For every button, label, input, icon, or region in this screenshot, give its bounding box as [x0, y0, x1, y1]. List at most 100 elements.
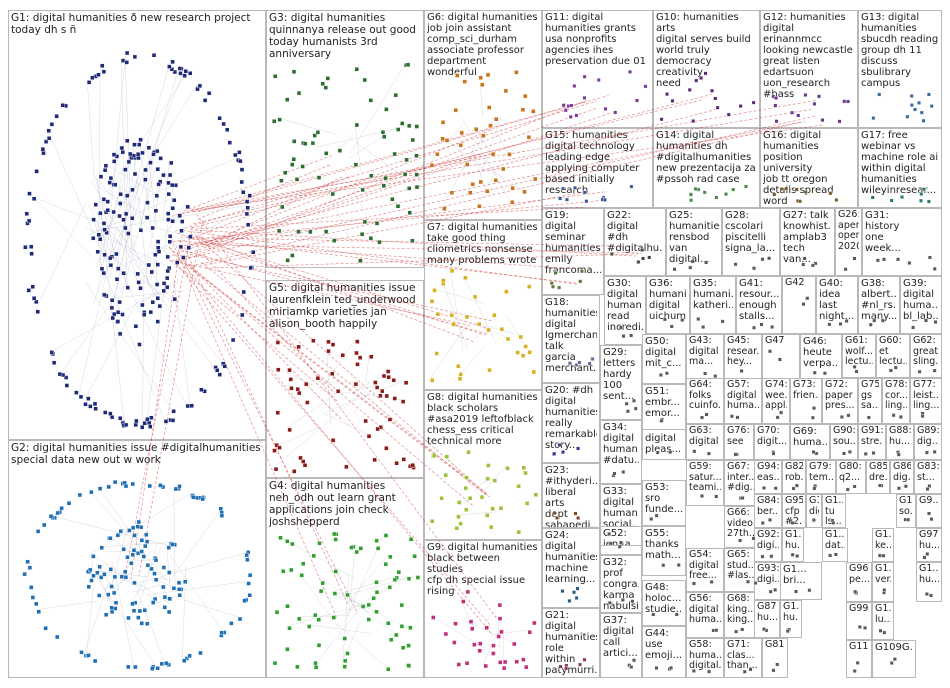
group-g7[interactable]: G7: digital humanities take good thing c…: [424, 220, 542, 390]
group-g44[interactable]: G44: use emoji...: [642, 626, 686, 678]
group-g18[interactable]: G18: humanities digital lgmerchant talk …: [542, 295, 600, 383]
group-g6[interactable]: G6: digital humanities job join assistan…: [424, 10, 542, 220]
group-g78[interactable]: G78: cor... ling...: [882, 378, 910, 424]
group-g4[interactable]: G4: digital humanities neh_odh out learn…: [266, 478, 424, 678]
group-g97[interactable]: G97: hu...: [916, 528, 942, 562]
group-g105[interactable]: G1... ke...: [872, 528, 894, 562]
group-g69[interactable]: G69: huma...: [790, 424, 830, 460]
group-g15[interactable]: G15: humanities digital technology leadi…: [542, 128, 653, 208]
group-g102[interactable]: G1... hu...: [782, 528, 804, 562]
group-g103[interactable]: G1... dig...: [806, 494, 822, 528]
group-g99[interactable]: G99: [846, 602, 872, 640]
group-g107[interactable]: G1... lu...: [872, 602, 894, 640]
group-g106[interactable]: G1... ver...: [872, 562, 894, 602]
group-g98[interactable]: G9...: [916, 494, 942, 528]
group-g108[interactable]: G1... hu...: [780, 600, 802, 638]
group-g73[interactable]: G73: frien...: [790, 378, 822, 424]
group-g42[interactable]: G42: [782, 276, 816, 334]
group-g56[interactable]: G56: digital huma...: [686, 592, 724, 638]
group-g47[interactable]: G47: [762, 334, 800, 384]
group-g22[interactable]: G22: digital #dh #digitalhu...: [604, 208, 666, 276]
group-g64[interactable]: G64: folks cuinfo...: [686, 378, 724, 424]
group-g32[interactable]: G32: prof congra... karma nabulsi...: [600, 555, 642, 613]
group-g91[interactable]: G91: stre...: [858, 424, 886, 460]
group-g11[interactable]: G11: digital humanities grants usa nonpr…: [542, 10, 653, 128]
group-g27[interactable]: G27: talk knowhist... amplab3 tech van..…: [780, 208, 835, 276]
group-g36[interactable]: G36: humani... digital uichum...: [646, 276, 690, 334]
group-g93[interactable]: G93: digi...: [754, 562, 782, 600]
group-g17[interactable]: G17: free webinar vs machine role ai wit…: [858, 128, 942, 208]
group-g58[interactable]: G58: huma... digital...: [686, 638, 724, 678]
group-g10[interactable]: G10: humanities arts digital serves buil…: [653, 10, 760, 128]
group-g2[interactable]: G2: digital humanities issue #digitalhum…: [8, 440, 266, 678]
group-g83[interactable]: G83: st...: [914, 460, 942, 494]
group-g94[interactable]: G94: eas...: [754, 460, 782, 494]
group-g9[interactable]: G9: digital humanities black between stu…: [424, 540, 542, 678]
group-g84[interactable]: G84: ber...: [754, 494, 782, 528]
group-g53[interactable]: G53: sro funde...: [642, 480, 686, 526]
group-g13[interactable]: G13: digital humanities sbucdh reading g…: [858, 10, 942, 128]
group-g62[interactable]: G62: great sling...: [910, 334, 942, 378]
group-g111[interactable]: G111b...: [846, 640, 872, 678]
group-g28[interactable]: G28: cscolari piscitelli signa_la...: [722, 208, 780, 276]
group-g19[interactable]: G19: digital seminar humanities emily fr…: [542, 208, 604, 295]
group-g30[interactable]: G30: digital human... read incredi...: [604, 276, 646, 345]
group-g16[interactable]: G16: digital humanities position univers…: [760, 128, 858, 208]
group-g82[interactable]: G82: rob...: [782, 460, 806, 494]
group-g3[interactable]: G3: digital humanities quinnanya release…: [266, 10, 424, 268]
group-g1[interactable]: G1: digital humanities ð new research pr…: [8, 10, 266, 440]
group-g88[interactable]: G88: hu...: [886, 424, 914, 460]
group-g52[interactable]: G52: jenna... digital...: [600, 526, 642, 546]
group-g55[interactable]: G55: thanks math...: [642, 526, 686, 576]
group-g5[interactable]: G5: digital humanities issue laurenfklei…: [266, 280, 424, 478]
group-g63[interactable]: G63: digital: [686, 424, 724, 460]
group-g35[interactable]: G35: humani... katheri...: [690, 276, 736, 334]
group-g71[interactable]: G71: clas... than...: [724, 638, 762, 678]
group-g96[interactable]: G96: pe...: [846, 562, 872, 602]
group-g24[interactable]: G24: digital humanities machine learning…: [542, 528, 600, 608]
group-g70[interactable]: G70: digit...: [754, 424, 790, 460]
group-g34[interactable]: G34: digital human... #datu...: [600, 420, 642, 484]
group-g85[interactable]: G85: dre...: [866, 460, 890, 494]
group-g72[interactable]: G72: paper pres...: [822, 378, 858, 424]
group-g31[interactable]: G31: history one week...: [862, 208, 942, 276]
group-g80[interactable]: G80: q2...: [836, 460, 866, 494]
group-g57[interactable]: G57: digital huma...: [724, 378, 762, 424]
group-g25[interactable]: G25: humanities rensbod van digital...: [666, 208, 722, 276]
group-g79[interactable]: G79: tem...: [806, 460, 836, 494]
group-g90[interactable]: G90: sou...: [830, 424, 858, 460]
group-g38[interactable]: G38: albert... #nl_rs... many...: [858, 276, 900, 334]
group-g95[interactable]: G95: cfp #2...: [782, 494, 806, 528]
group-g29[interactable]: G29: letters hardy 100 sent...: [600, 345, 642, 420]
group-g41[interactable]: G41: resour... enough stalls...: [736, 276, 782, 334]
group-g50[interactable]: G50: digital mit_c...: [642, 334, 686, 384]
group-g76[interactable]: G76: see: [724, 424, 754, 460]
group-g86[interactable]: G86: dig...: [890, 460, 914, 494]
group-g100[interactable]: G1... tu ls...: [822, 494, 846, 528]
group-g87[interactable]: G87: hu...: [754, 600, 780, 638]
group-g104[interactable]: G1... dat...: [822, 528, 848, 562]
group-g81[interactable]: G81: [762, 638, 788, 678]
group-g20[interactable]: G20: #dh digital humanities really remar…: [542, 383, 600, 463]
group-g26[interactable]: G26: apereo open 2020...: [835, 208, 862, 276]
group-g23[interactable]: G23: #ithyderi... liberal arts dept saha…: [542, 463, 600, 528]
group-g112[interactable]: G1... hu...: [916, 562, 942, 602]
group-g109[interactable]: G109G...: [872, 640, 916, 678]
group-g46[interactable]: G46: heute verpa...: [800, 334, 842, 384]
group-g39[interactable]: G39: digital huma... bl_lab...: [900, 276, 942, 334]
group-g51[interactable]: G51: embr... emor...: [642, 384, 686, 430]
group-g60[interactable]: G60: et lectu...: [876, 334, 910, 378]
group-g21[interactable]: G21: digital humanities role within paty…: [542, 608, 600, 678]
group-g89[interactable]: G89: dig...: [914, 424, 942, 460]
group-g59[interactable]: G59: satur... teami...: [686, 460, 724, 506]
group-g92[interactable]: G92: digi...: [754, 528, 782, 562]
group-g43[interactable]: G43: digital ma...: [686, 334, 724, 384]
group-g45[interactable]: G45: resear... hey...: [724, 334, 762, 384]
group-g110[interactable]: G1... bri...: [780, 562, 822, 600]
group-g48[interactable]: G48: holoc... studie...: [642, 580, 686, 626]
group-g74[interactable]: G74: wee... appl...: [762, 378, 790, 424]
group-g14[interactable]: G14: digital humanities dh #digitalhuman…: [653, 128, 760, 208]
group-g54[interactable]: G54: digital free...: [686, 548, 724, 592]
group-g61[interactable]: G61: wolf... lectu...: [842, 334, 876, 378]
group-g12[interactable]: G12: humanities digital erinannmcc looki…: [760, 10, 858, 128]
